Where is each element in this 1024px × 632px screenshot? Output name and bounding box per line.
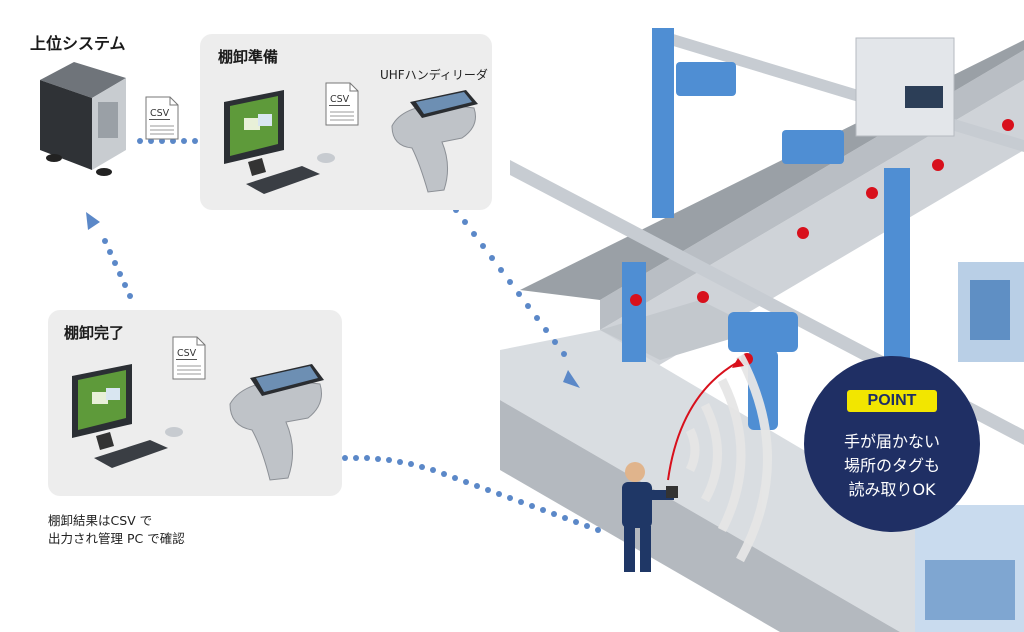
point-callout <box>804 356 980 532</box>
host-system-label: 上位システム <box>30 34 126 53</box>
worker <box>622 462 678 572</box>
point-text-line2: 場所のタグも <box>843 456 940 475</box>
pc-icon <box>224 90 335 194</box>
server-icon <box>40 62 126 176</box>
pc-icon <box>72 364 183 468</box>
handheld-reader-icon <box>229 364 324 481</box>
point-text-line3: 読み取りOK <box>848 480 936 499</box>
reader-label: UHFハンディリーダ <box>380 68 488 82</box>
prep-panel-title: 棚卸準備 <box>218 48 279 66</box>
complete-panel-title: 棚卸完了 <box>64 324 125 342</box>
robot-arms <box>622 28 910 430</box>
radio-waves <box>685 353 772 563</box>
handheld-reader-icon <box>391 90 478 193</box>
csv-file-icon: CSV <box>325 82 359 126</box>
control-cabinet <box>855 37 955 137</box>
csv-file-label: CSV <box>329 94 351 106</box>
csv-file-icon: CSV <box>172 336 206 380</box>
point-text-line1: 手が届かない <box>843 432 940 451</box>
csv-file-icon: CSV <box>145 96 179 140</box>
result-note-line1: 棚卸結果はCSV で <box>48 513 153 528</box>
machine-right <box>958 262 1024 362</box>
result-note-line2: 出力され管理 PC で確認 <box>48 531 185 546</box>
point-badge: POINT <box>847 390 937 412</box>
rfid-tags <box>630 119 1014 365</box>
read-arrow <box>667 361 739 481</box>
csv-file-label: CSV <box>176 348 198 360</box>
csv-file-label: CSV <box>149 108 171 120</box>
machine-bottom-right <box>915 505 1024 632</box>
